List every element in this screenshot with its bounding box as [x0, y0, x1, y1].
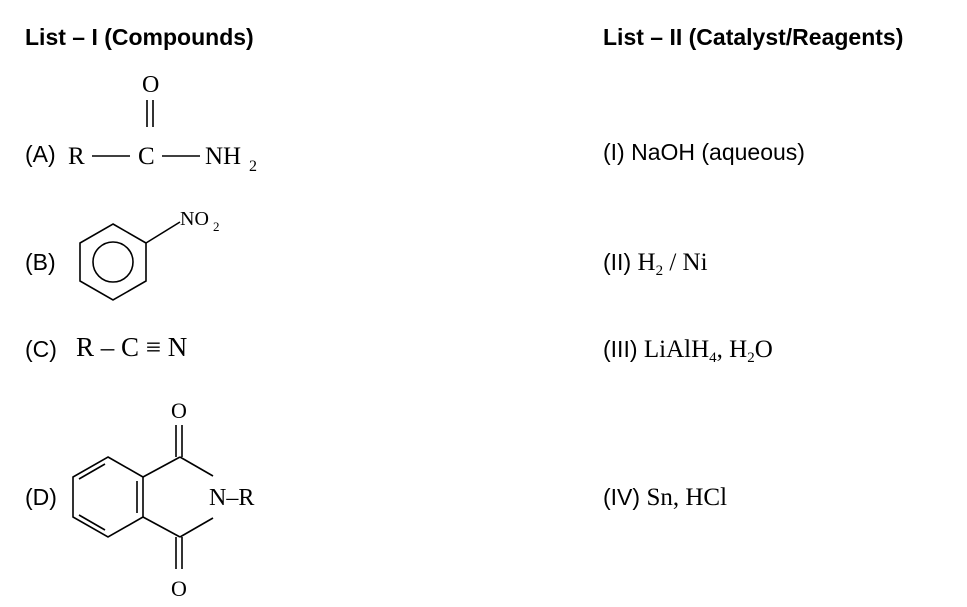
ni: / Ni [663, 249, 708, 276]
nitrobenzene-structure: NO 2 [79, 208, 220, 301]
reagent-iv: (IV) Sn, HCl [603, 484, 727, 512]
reagent-iii: (III) LiAlH4, H2O [603, 336, 773, 367]
reagent-i-label: (I) [603, 139, 625, 165]
atom-no-sub: 2 [213, 219, 220, 234]
nitrile-formula: R – C ≡ N [76, 332, 188, 362]
reagent-iii-label: (III) [603, 336, 638, 362]
item-c-label: (C) [25, 336, 57, 362]
atom-nh: NH [205, 143, 241, 170]
reagent-iv-label: (IV) [603, 484, 641, 510]
reagent-ii-label: (II) [603, 249, 632, 275]
reagent-iv-formula: Sn, HCl [646, 484, 728, 511]
reagent-i-text: NaOH (aqueous) [631, 139, 805, 165]
atom-c: C [138, 143, 155, 170]
reagent-iii-formula: LiAlH4, H2O [643, 336, 773, 366]
h: H [637, 249, 656, 276]
phthalimide-structure: O O N–R [72, 398, 254, 601]
sub: 2 [655, 263, 664, 279]
list1-heading: List – I (Compounds) [25, 24, 254, 50]
atom-nh-sub: 2 [249, 158, 257, 175]
atom-r: R [68, 143, 85, 170]
atom-no: NO [180, 208, 209, 230]
lialh: LiAlH [643, 336, 710, 363]
item-a-label: (A) [25, 141, 56, 167]
item-b-label: (B) [25, 249, 56, 275]
item-d-label: (D) [25, 484, 57, 510]
list2-heading: List – II (Catalyst/Reagents) [603, 24, 904, 50]
sub: 2 [747, 350, 755, 366]
h: , H [716, 336, 748, 363]
atom-o: O [142, 72, 159, 98]
amide-structure: O R C NH 2 [68, 72, 257, 175]
reagent-i: (I) NaOH (aqueous) [603, 139, 805, 166]
atom-o-bottom: O [171, 576, 187, 601]
sub: 4 [709, 350, 717, 366]
reagent-ii-formula: H2 / Ni [637, 249, 708, 279]
reagent-ii: (II) H2 / Ni [603, 249, 708, 280]
o: O [754, 336, 773, 363]
atom-o-top: O [171, 398, 187, 423]
atom-n-r: N–R [209, 485, 254, 511]
